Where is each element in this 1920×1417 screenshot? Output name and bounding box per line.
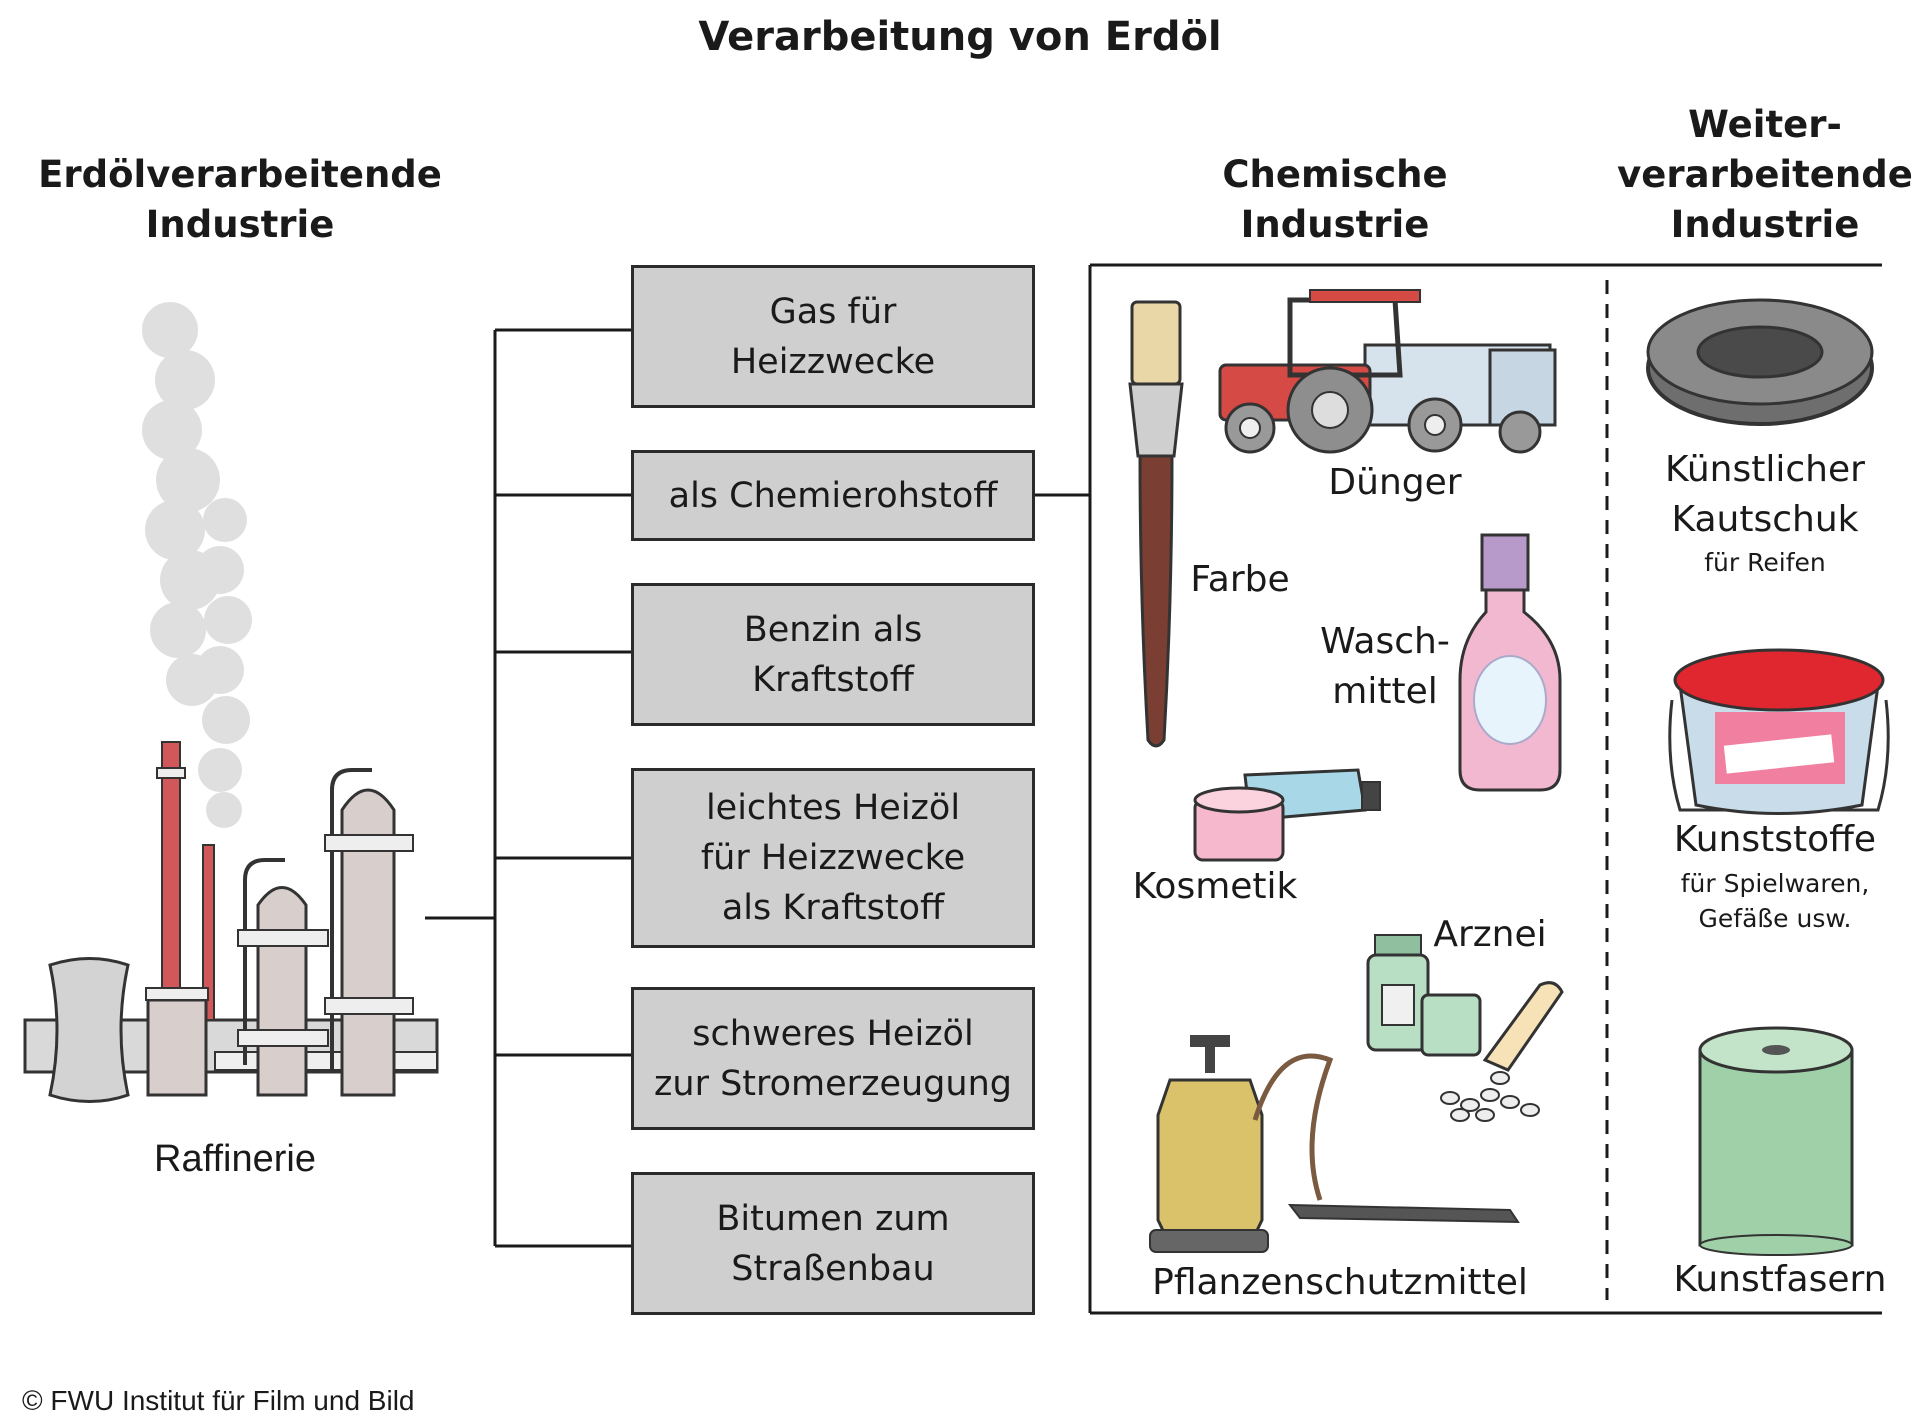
- label-plastics: Kunststoffe: [1673, 819, 1877, 860]
- paintbrush-icon: [1128, 300, 1184, 748]
- refinery-icon: [23, 302, 439, 1103]
- medicine-icon: [1366, 934, 1564, 1122]
- connector-lines: [425, 328, 1090, 1248]
- note-plastics: für Spielwaren, Gefäße usw.: [1680, 869, 1870, 933]
- heading-chemical-industry: Chemische Industrie: [1222, 153, 1448, 246]
- product-box-petrol: Benzin als Kraftstoff: [631, 583, 1035, 726]
- fiber-roll-icon: [1698, 1026, 1854, 1256]
- cosmetics-icon: [1193, 768, 1381, 862]
- product-box-light-heating-oil: leichtes Heizöl für Heizzwecke als Kraft…: [631, 768, 1035, 948]
- copyright-notice: © FWU Institut für Film und Bild: [22, 1385, 415, 1416]
- plastic-bucket-icon: [1668, 648, 1890, 815]
- note-synthetic-rubber: für Reifen: [1704, 548, 1826, 577]
- product-box-heavy-heating-oil: schweres Heizöl zur Stromerzeugung: [631, 987, 1035, 1130]
- label-synthetic-fibers: Kunstfasern: [1673, 1259, 1887, 1300]
- label-fertilizer: Dünger: [1328, 462, 1462, 503]
- label-pesticide: Pflanzenschutzmittel: [1152, 1262, 1528, 1303]
- page-title: Verarbeitung von Erdöl: [698, 14, 1222, 60]
- heading-refining-industry: Erdölverarbeitende Industrie: [38, 153, 442, 246]
- label-cosmetics: Kosmetik: [1132, 866, 1298, 907]
- tire-icon: [1646, 298, 1874, 426]
- industry-frame: [1088, 263, 1882, 1315]
- heading-processing-industry: Weiter- verarbeitende Industrie: [1617, 103, 1913, 246]
- product-box-bitumen: Bitumen zum Straßenbau: [631, 1172, 1035, 1315]
- product-box-gas: Gas für Heizzwecke: [631, 265, 1035, 408]
- tractor-icon: [1218, 289, 1557, 454]
- sprayer-icon: [1149, 1035, 1520, 1253]
- refinery-label: Raffinerie: [154, 1138, 316, 1180]
- label-synthetic-rubber: Künstlicher Kautschuk: [1665, 449, 1865, 540]
- label-paint: Farbe: [1190, 559, 1290, 600]
- label-detergent: Wasch- mittel: [1320, 621, 1450, 712]
- product-box-chemical-feedstock: als Chemierohstoff: [631, 450, 1035, 541]
- label-medicine: Arznei: [1433, 914, 1547, 955]
- detergent-bottle-icon: [1458, 533, 1562, 792]
